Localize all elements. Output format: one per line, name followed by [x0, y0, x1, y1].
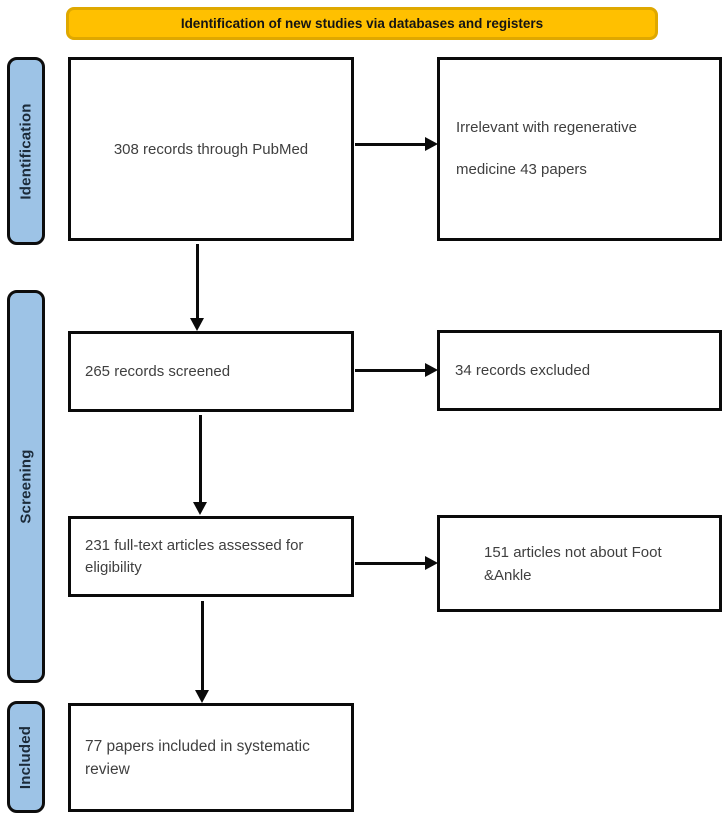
box-records-excluded-text: 34 records excluded	[455, 362, 591, 379]
arrow-screened-to-fulltext-line	[199, 415, 202, 502]
arrow-screened-to-excluded-line	[355, 369, 425, 372]
header-banner: Identification of new studies via databa…	[66, 7, 658, 40]
header-banner-title: Identification of new studies via databa…	[180, 16, 544, 31]
box-fulltext-assessed-line1: 231 full-text articles assessed for	[85, 536, 304, 554]
arrow-screened-to-fulltext-head-icon	[193, 502, 207, 515]
box-fulltext-assessed-line2: eligibility	[85, 558, 142, 576]
box-irrelevant-excluded-line1: Irrelevant with regenerative	[456, 119, 637, 136]
sidebar-label-identification-text: Identification	[17, 102, 35, 200]
box-irrelevant-excluded-line2: medicine 43 papers	[456, 161, 587, 178]
arrow-identified-to-screened-line	[196, 244, 199, 318]
box-not-foot-ankle-line1: 151 articles not about Foot	[484, 543, 662, 561]
arrow-fulltext-to-notfootankle-line	[355, 562, 425, 565]
box-records-identified: 308 records through PubMed	[68, 57, 354, 241]
box-irrelevant-excluded: Irrelevant with regenerative medicine 43…	[437, 57, 722, 241]
arrow-screened-to-excluded-head-icon	[425, 363, 438, 377]
sidebar-label-included: Included	[7, 701, 45, 813]
box-records-screened-text: 265 records screened	[85, 363, 231, 380]
sidebar-label-included-text: Included	[17, 725, 35, 789]
arrow-identified-to-irrelevant-line	[355, 143, 425, 146]
box-included-review-line2: review	[85, 760, 130, 778]
sidebar-label-identification: Identification	[7, 57, 45, 245]
box-included-review-line1: 77 papers included in systematic	[85, 737, 310, 755]
arrow-identified-to-irrelevant-head-icon	[425, 137, 438, 151]
box-records-identified-text: 308 records through PubMed	[113, 140, 309, 158]
arrow-identified-to-screened-head-icon	[190, 318, 204, 331]
box-fulltext-assessed: 231 full-text articles assessed for elig…	[68, 516, 354, 597]
box-records-screened: 265 records screened	[68, 331, 354, 412]
arrow-fulltext-to-included-head-icon	[195, 690, 209, 703]
box-records-excluded: 34 records excluded	[437, 330, 722, 411]
sidebar-label-screening: Screening	[7, 290, 45, 683]
sidebar-label-screening-text: Screening	[17, 449, 35, 524]
box-included-review: 77 papers included in systematic review	[68, 703, 354, 812]
box-not-foot-ankle: 151 articles not about Foot &Ankle	[437, 515, 722, 612]
arrow-fulltext-to-notfootankle-head-icon	[425, 556, 438, 570]
box-not-foot-ankle-line2: &Ankle	[484, 566, 532, 584]
arrow-fulltext-to-included-line	[201, 601, 204, 690]
